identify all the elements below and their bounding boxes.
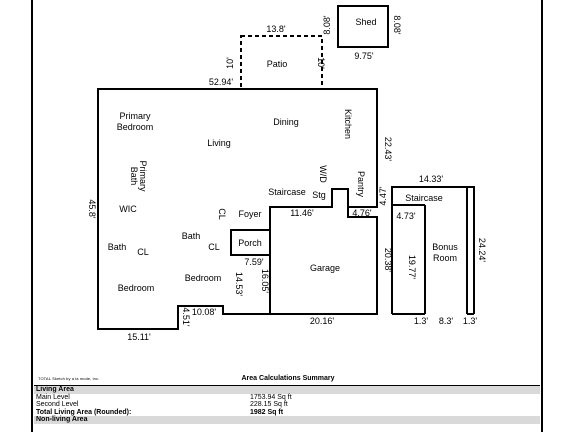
dim-bonus-left: 19.77' [407, 255, 417, 280]
dim-stair-bottom: 11.46' [290, 208, 314, 218]
dim-main-left: 45.8' [87, 199, 97, 219]
dim-bonus-right: 24.24' [477, 238, 487, 263]
room-living: Living [207, 138, 231, 148]
room-bath-left: Bath [108, 242, 127, 252]
patio-outline [240, 35, 323, 90]
dim-bonus-bottom-2: 8.3' [439, 316, 454, 326]
dim-patio-left: 10' [225, 57, 235, 69]
main-level-label: Main Level [36, 393, 70, 401]
room-primary-bath-2: Bath [129, 167, 139, 186]
dim-porch-bottom: 7.59' [244, 257, 264, 267]
second-level-value: 228.15 Sq ft [250, 401, 288, 408]
room-primary-bedroom-2: Bedroom [117, 122, 154, 132]
room-staircase: Staircase [268, 187, 306, 197]
room-bonus-1: Bonus [432, 242, 458, 252]
area-summary-table: Living Area Main Level 1753.94 Sq ft Sec… [34, 385, 540, 424]
dim-shed-bottom: 9.75' [354, 51, 374, 61]
dim-bonus-top: 14.33' [419, 174, 444, 184]
non-living-label: Non-living Area [36, 416, 88, 423]
room-closet-foyer: CL [217, 208, 227, 220]
room-wic: WIC [119, 204, 137, 214]
total-living-label: Total Living Area (Rounded): [36, 408, 132, 416]
dim-porch-vertical: 16.05' [260, 269, 270, 294]
room-bedroom-center: Bedroom [185, 273, 222, 283]
porch-outline [230, 229, 271, 256]
room-bath-center: Bath [182, 231, 201, 241]
room-bonus-2: Room [433, 253, 457, 263]
bonus-outer-outline [391, 186, 475, 314]
dim-pantry-bottom: 4.76' [352, 208, 372, 218]
area-summary-title: Area Calculations Summary [241, 375, 335, 382]
main-level-value: 1753.94 Sq ft [250, 393, 292, 401]
dim-stair-right: 4.47' [378, 186, 388, 206]
non-living-header: Non-living Area [34, 416, 540, 424]
room-pantry: Pantry [356, 171, 366, 198]
total-living-row: Total Living Area (Rounded): 1982 Sq ft [34, 409, 540, 417]
dim-main-bottom: 15.11' [127, 332, 151, 342]
dim-patio-top: 13.8' [266, 24, 286, 34]
room-kitchen: Kitchen [343, 109, 353, 139]
dim-shed-right: 8.08' [392, 15, 402, 35]
second-level-row: Second Level 228.15 Sq ft [34, 401, 540, 409]
total-living-value: 1982 Sq ft [250, 408, 284, 416]
main-level-row: Main Level 1753.94 Sq ft [34, 394, 540, 402]
room-closet-center: CL [208, 242, 220, 252]
sketch-sheet [31, 0, 543, 432]
shed-outline [337, 5, 389, 48]
living-area-header: Living Area [34, 386, 540, 394]
room-garage: Garage [310, 263, 340, 273]
room-dining: Dining [273, 117, 299, 127]
room-porch: Porch [238, 238, 262, 248]
room-staircase-bonus: Staircase [405, 193, 443, 203]
room-shed: Shed [355, 17, 376, 27]
dim-bottom-step: 10.08' [192, 307, 217, 317]
room-closet-left: CL [137, 247, 149, 257]
room-patio: Patio [267, 59, 288, 69]
room-wd: W/D [318, 165, 328, 183]
room-bedroom-left: Bedroom [118, 283, 155, 293]
dim-bonus-bottom-3: 1.3' [463, 316, 478, 326]
second-level-label: Second Level [36, 401, 79, 408]
dim-main-right: 22.43' [383, 137, 393, 162]
room-storage: Stg [312, 190, 326, 200]
dim-main-top: 52.94' [209, 77, 234, 87]
software-credit: TOTAL Sketch by a la mode, inc. [38, 376, 100, 381]
garage-outline [270, 207, 378, 315]
dim-garage-right: 20.38' [383, 248, 393, 273]
main-house-outline [97, 88, 378, 330]
dim-patio-right: 10' [316, 57, 326, 69]
living-area-label: Living Area [36, 386, 74, 393]
room-foyer: Foyer [238, 209, 261, 219]
dim-shed-left: 8.08' [322, 15, 332, 35]
dim-bonus-stair: 4.73' [396, 211, 416, 221]
dim-left-step: 4.51' [181, 307, 191, 327]
room-primary-bedroom-1: Primary [120, 111, 151, 121]
dim-garage-bottom: 20.16' [310, 316, 335, 326]
dim-bedroom-vertical: 14.53' [234, 272, 244, 297]
dim-bonus-bottom-1: 1.3' [414, 316, 429, 326]
room-primary-bath-1: Primary [138, 161, 148, 192]
